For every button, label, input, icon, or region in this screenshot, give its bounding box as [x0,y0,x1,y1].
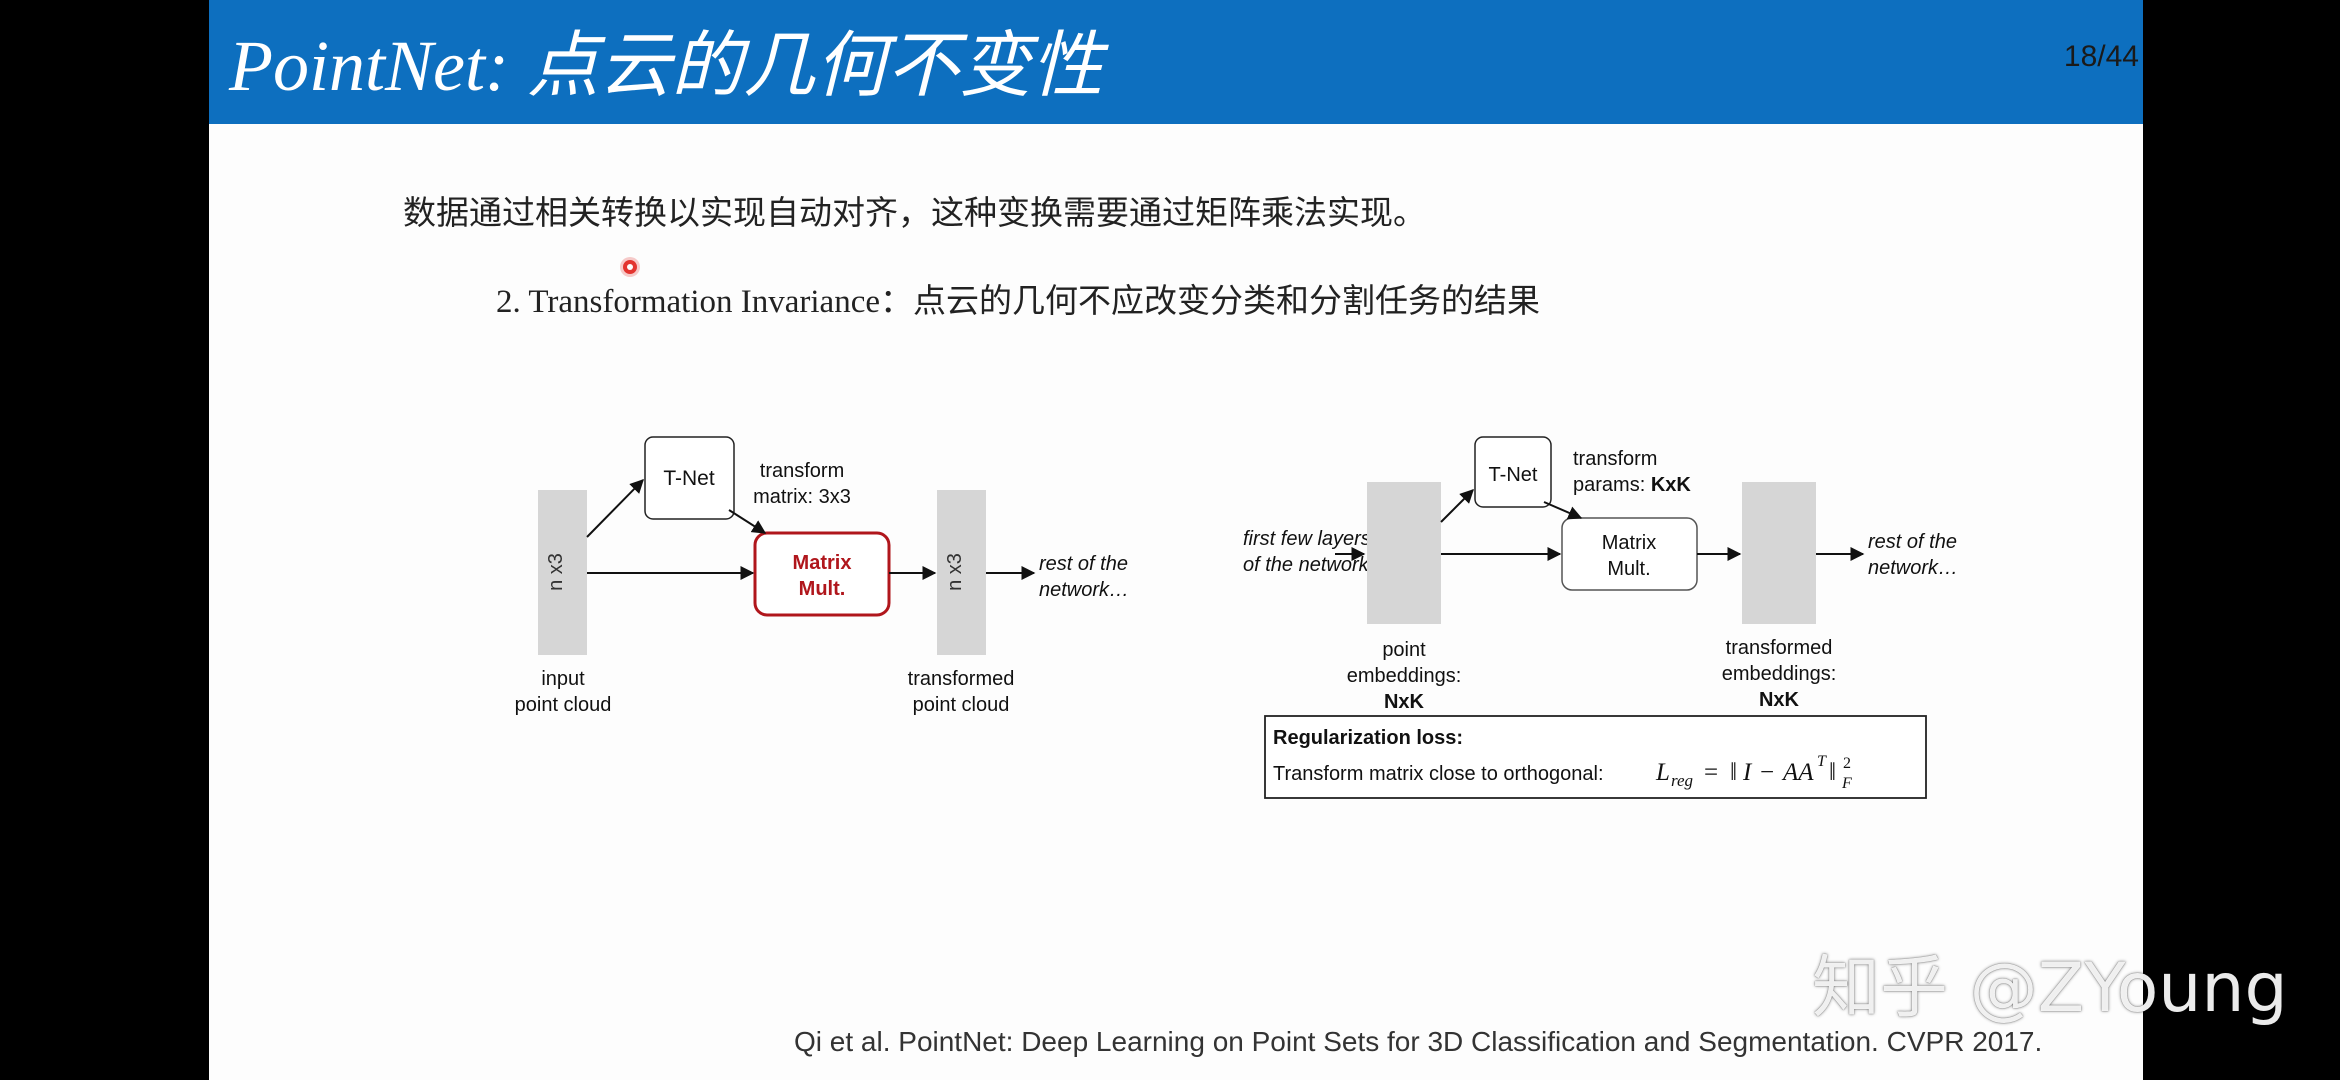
svg-text:‖: ‖ [1829,759,1836,786]
matrix-mult-left-1: Matrix [793,552,852,574]
point-emb-label-3: NxK [1384,691,1425,713]
transform-label-left-2: matrix: 3x3 [753,486,851,508]
rest-left-1: rest of the [1039,553,1128,575]
tnet-box-right [1474,436,1552,508]
svg-text:‖: ‖ [1730,759,1737,786]
body-text-line-2: 2. Transformation Invariance：点云的几何不应改变分类… [496,274,1540,322]
svg-text:AA: AA [1781,759,1814,786]
svg-text:I: I [1742,759,1753,786]
svg-text:T: T [1817,753,1827,770]
first-layers-1: first few layers [1243,528,1371,550]
transform-label-right-1: transform [1573,448,1657,470]
transform-label-left-1: transform [760,460,844,482]
output-label-2: point cloud [913,694,1010,716]
arrow-tnet-mult [728,509,767,534]
svg-text:=: = [1704,759,1718,786]
body-text-line-1: 数据通过相关转换以实现自动对齐，这种变换需要通过矩阵乘法实现。 [403,193,1426,232]
svg-text:−: − [1760,759,1774,786]
regularization-formula: L reg = ‖ I − AA T ‖ 2 F [1655,753,1852,792]
arrow-emb-tnet [1440,489,1474,523]
params-label: params: [1573,474,1651,496]
point-emb-label-2: embeddings: [1347,665,1462,687]
point-embeddings-block [1367,482,1441,624]
citation: Qi et al. PointNet: Deep Learning on Poi… [794,1026,2043,1057]
trans-emb-label-3: NxK [1759,689,1800,711]
matrix-mult-box-left [753,531,891,617]
input-block [538,490,587,655]
svg-text:2: 2 [1843,755,1851,772]
input-label-2: point cloud [515,694,612,716]
matrix-mult-right-1: Matrix [1602,532,1656,554]
tnet-label-left: T-Net [663,467,715,490]
matrix-mult-left-2: Mult. [799,578,846,600]
output-dim-label: n x3 [944,553,966,591]
trans-emb-label-1: transformed [1726,637,1833,659]
input-label-1: input [541,668,585,690]
line2-prefix: 2. Transformation Invariance： [496,284,913,320]
rest-left-2: network… [1039,579,1129,601]
rest-right-1: rest of the [1868,531,1957,553]
slide-header: PointNet: 点云的几何不变性 18/44 [209,0,2143,124]
point-emb-label-1: point [1382,639,1426,661]
pointnet-diagram: n x3 T-Net transform matrix: 3x3 Matrix … [515,436,1958,799]
first-layers-2: of the network [1243,554,1370,576]
transform-label-right-2: params: KxK [1573,474,1691,496]
rest-right-2: network… [1868,557,1958,579]
tnet-box-left [644,436,735,520]
slide: PointNet: 点云的几何不变性 18/44 数据通过相关转换以实现自动对齐… [209,0,2143,1080]
page-number: 18/44 [2063,40,2139,73]
arrow-input-tnet [586,479,644,538]
line2-suffix: 点云的几何不应改变分类和分割任务的结果 [913,281,1540,320]
laser-pointer-icon [623,260,637,274]
output-block [937,490,986,655]
trans-emb-label-2: embeddings: [1722,663,1837,685]
watermark: 知乎 @ZYoung [1812,949,2288,1028]
output-label-1: transformed [908,668,1015,690]
transformed-embeddings-block [1742,482,1816,624]
tnet-label-right: T-Net [1489,464,1538,486]
arrow-tnet-mult-right [1543,501,1583,520]
slide-title: PointNet: 点云的几何不变性 [229,26,1103,106]
svg-text:L: L [1655,759,1670,786]
regularization-box [1264,715,1927,799]
matrix-mult-right-2: Mult. [1607,558,1650,580]
svg-text:reg: reg [1671,771,1693,790]
svg-text:F: F [1841,775,1852,792]
input-dim-label: n x3 [545,553,567,591]
reg-text: Transform matrix close to orthogonal: [1273,763,1604,785]
params-kxk: KxK [1651,474,1692,496]
reg-title: Regularization loss: [1273,727,1463,749]
